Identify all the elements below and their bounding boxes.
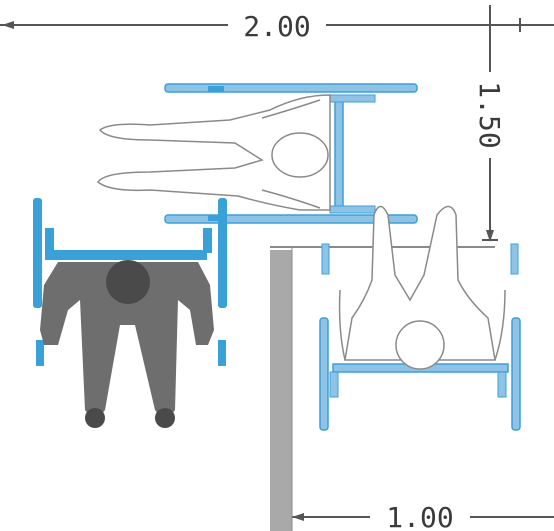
wheelchair-left-filled (33, 198, 227, 428)
wheel-right-right (511, 317, 521, 431)
caster-left-right (218, 340, 226, 366)
frame-right-left (329, 371, 339, 398)
bottom-dimension-label-bg (370, 500, 470, 531)
handle-left-right (203, 228, 212, 253)
person-top-head (271, 132, 329, 178)
push-bar (334, 97, 344, 211)
right-dimension-label: 1.50 (473, 81, 506, 148)
top-dimension-label-bg (228, 8, 326, 42)
bottom-dimension: 1.00 (289, 500, 554, 531)
wheelchair-right-outline (319, 205, 521, 431)
wheel-right-left (319, 317, 329, 431)
person-left-head (106, 260, 150, 304)
wheel-top-upper (164, 83, 418, 93)
top-dimension-label: 2.00 (243, 10, 310, 43)
person-right-head (395, 320, 445, 370)
top-dimension: 2.00 (0, 5, 554, 240)
wheel-left-inner (218, 198, 227, 308)
wall-vertical (270, 250, 292, 531)
top-dimension-arrow-left (2, 21, 14, 29)
handle-lower (329, 205, 376, 214)
frame-right-right (497, 371, 507, 398)
foot-left (85, 408, 105, 428)
caster-upper (208, 86, 224, 92)
person-right-body (344, 205, 496, 361)
bottom-dimension-label: 1.00 (386, 501, 453, 531)
person-left-body (40, 262, 214, 418)
caster-lower (208, 215, 224, 221)
bottom-dimension-arrow-left (292, 513, 304, 521)
person-top-body (96, 94, 331, 211)
person-right-arm-right (494, 289, 506, 361)
foot-right (155, 408, 175, 428)
right-dimension-label-bg (475, 70, 505, 160)
person-right-arm-left (338, 289, 346, 361)
handle-left-left (45, 228, 54, 253)
push-bar-left (45, 250, 207, 260)
caster-left-left (36, 340, 44, 366)
handle-upper (329, 94, 376, 103)
wheel-top-lower (164, 214, 418, 224)
wheelchair-top-outline (96, 83, 418, 224)
caster-right-right (510, 243, 519, 275)
person-top-arm-lower (261, 189, 321, 209)
right-dimension-arrow-bottom (486, 230, 494, 242)
caster-right-left (321, 243, 330, 275)
wheel-left-outer (33, 198, 42, 308)
right-dimension: 1.50 (473, 5, 506, 242)
person-top-arm-upper (261, 99, 321, 119)
